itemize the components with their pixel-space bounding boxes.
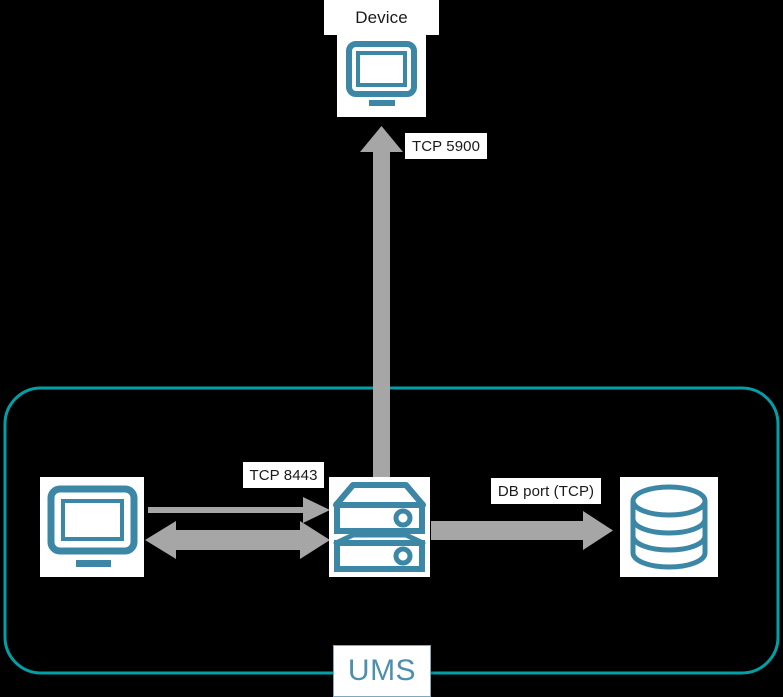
monitor-icon [346, 41, 417, 106]
client-node[interactable] [40, 477, 144, 577]
connection-label-db-port: DB port (TCP) [491, 478, 601, 504]
database-node[interactable] [620, 477, 718, 577]
arrow-server-to-database [431, 511, 613, 550]
arrow-client-to-server-bidirectional [145, 521, 330, 559]
monitor-icon [47, 485, 138, 567]
connection-label-tcp-8443: TCP 8443 [243, 462, 324, 488]
ums-boundary-label-text: UMS [347, 654, 417, 687]
device-node[interactable] [337, 35, 426, 117]
device-title-label: Device [324, 0, 439, 35]
database-icon [630, 484, 708, 570]
arrow-server-to-device [360, 126, 403, 480]
ums-boundary-label: UMS [333, 645, 431, 697]
connection-label-tcp-5900: TCP 5900 [405, 133, 487, 159]
server-node[interactable] [329, 477, 430, 577]
server-icon [333, 482, 426, 572]
arrow-client-to-server-thin [148, 497, 330, 523]
